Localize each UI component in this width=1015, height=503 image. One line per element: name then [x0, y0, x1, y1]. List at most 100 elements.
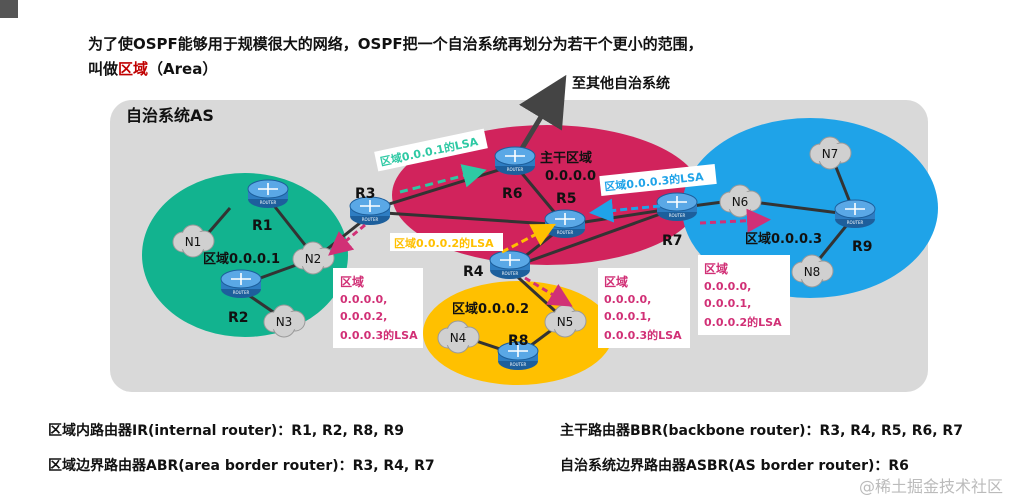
external-label: 至其他自治系统 — [572, 75, 670, 92]
lsa-box-middle-line-1: 区域 — [604, 274, 628, 289]
backbone-label-1: 主干区域 — [540, 150, 592, 166]
network-label: N4 — [450, 331, 467, 345]
router-r9: ROUTER R9 — [834, 199, 876, 255]
router-icon-text: ROUTER — [233, 290, 250, 295]
router-arrows-icon — [845, 203, 865, 215]
router-r1: ROUTER R1 — [247, 179, 289, 234]
cloud-icon — [544, 304, 587, 338]
network-label: N5 — [557, 315, 574, 329]
router-label: R6 — [502, 186, 523, 202]
lsa-flow-pink-middle — [524, 276, 573, 307]
router-r4: ROUTER R4 — [463, 250, 531, 280]
router-r2: ROUTER R2 — [220, 269, 262, 326]
lsa-box-left-line-2: 0.0.0.0, — [340, 293, 387, 306]
router-icon-text: ROUTER — [260, 200, 277, 205]
router-icon-text: ROUTER — [502, 271, 519, 276]
lsa-flow-pink-left — [328, 223, 366, 256]
cloud-icon — [791, 254, 834, 288]
lsa-box-left: 区域 0.0.0.0, 0.0.0.2, 0.0.0.3的LSA — [333, 268, 423, 348]
network-label: N2 — [305, 252, 322, 266]
router-label: R8 — [508, 333, 529, 349]
title-line-1: 为了使OSPF能够用于规模很大的网络，OSPF把一个自治系统再划分为若干个更小的… — [88, 35, 703, 53]
router-icon-text: ROUTER — [669, 213, 686, 218]
area2-label: 区域0.0.0.2 — [452, 301, 529, 317]
lsa-flow-orange — [501, 223, 556, 254]
router-icon-text: ROUTER — [847, 220, 864, 225]
title-highlight: 区域 — [118, 60, 149, 78]
title-line-2: 叫做区域（Area） — [88, 58, 217, 79]
network-n8: N8 — [791, 254, 834, 288]
router-label: R2 — [228, 310, 249, 326]
router-arrows-icon — [360, 200, 380, 212]
router-r6: ROUTER R6 — [494, 146, 536, 202]
cloud-icon — [263, 304, 306, 338]
lsa-blue-label-bg — [599, 163, 717, 197]
router-icon-text: ROUTER — [510, 362, 527, 367]
lsa-box-middle-line-4: 0.0.0.3的LSA — [604, 328, 682, 342]
cloud-icon — [437, 320, 480, 354]
router-arrows-icon — [505, 150, 525, 162]
network-n4: N4 — [437, 320, 480, 354]
router-icon-text: ROUTER — [557, 230, 574, 235]
lsa-box-right-line-4: 0.0.0.2的LSA — [704, 315, 782, 329]
lsa-orange-label: 区域0.0.0.2的LSA — [394, 236, 494, 250]
network-label: N7 — [822, 147, 839, 161]
backbone-label-2: 0.0.0.0 — [545, 169, 596, 184]
lsa-box-right: 区域 0.0.0.0, 0.0.0.1, 0.0.0.2的LSA — [698, 255, 790, 335]
area3-label: 区域0.0.0.3 — [745, 231, 822, 247]
router-label: R7 — [662, 233, 683, 249]
router-label: R3 — [355, 186, 376, 202]
area-backbone — [392, 125, 702, 265]
network-n3: N3 — [263, 304, 306, 338]
cloud-icon — [172, 224, 215, 258]
routers: ROUTERR1ROUTERR2ROUTERR3ROUTERR4ROUTERR5… — [220, 146, 876, 370]
lsa-box-middle-line-2: 0.0.0.0, — [604, 293, 651, 306]
lsa-box-middle: 区域 0.0.0.0, 0.0.0.1, 0.0.0.3的LSA — [598, 268, 690, 348]
lsa-box-left-line-1: 区域 — [340, 274, 364, 289]
router-label: R1 — [252, 218, 273, 234]
asbr-definition: 自治系统边界路由器ASBR(AS border router)：R6 — [560, 458, 909, 474]
area-0-0-0-1 — [142, 173, 348, 337]
lsa-teal-label-bg — [374, 128, 488, 172]
network-label: N8 — [804, 265, 821, 279]
network-n6: N6 — [719, 184, 762, 218]
title-bullet — [0, 0, 18, 18]
lsa-box-right-line-1: 区域 — [704, 261, 728, 276]
lsa-box-right-line-2: 0.0.0.0, — [704, 280, 751, 293]
lsa-box-middle-line-3: 0.0.0.1, — [604, 310, 651, 323]
router-label: R5 — [556, 191, 577, 207]
as-label: 自治系统AS — [126, 106, 214, 125]
router-arrows-icon — [667, 196, 687, 208]
abr-definition: 区域边界路由器ABR(area border router)：R3, R4, R… — [48, 458, 435, 474]
lsa-box-left-line-3: 0.0.0.2, — [340, 310, 387, 323]
lsa-flow-pink-right — [699, 208, 771, 233]
network-n7: N7 — [809, 136, 852, 170]
network-n5: N5 — [544, 304, 587, 338]
area1-label: 区域0.0.0.1 — [203, 251, 280, 267]
router-arrows-icon — [555, 213, 575, 225]
cloud-icon — [809, 136, 852, 170]
router-r7: ROUTER R7 — [656, 192, 698, 249]
lsa-box-left-line-4: 0.0.0.3的LSA — [340, 328, 418, 342]
router-arrows-icon — [258, 183, 278, 195]
router-icon-text: ROUTER — [507, 167, 524, 172]
ir-definition: 区域内路由器IR(internal router)：R1, R2, R8, R9 — [48, 423, 404, 439]
watermark: @稀土掘金技术社区 — [858, 477, 1003, 496]
router-arrows-icon — [508, 345, 528, 357]
network-label: N1 — [185, 235, 202, 249]
router-icon-text: ROUTER — [362, 217, 379, 222]
lsa-box-right-line-3: 0.0.0.1, — [704, 297, 751, 310]
lsa-flow-teal — [399, 164, 487, 194]
cloud-icon — [719, 184, 762, 218]
router-label: R9 — [852, 239, 873, 255]
router-r3: ROUTER R3 — [349, 186, 391, 225]
router-arrows-icon — [231, 273, 251, 285]
router-label: R4 — [463, 264, 484, 280]
router-r8: ROUTER R8 — [497, 333, 539, 370]
title-suffix: （Area） — [148, 60, 218, 78]
network-n1: N1 — [172, 224, 215, 258]
network-label: N6 — [732, 195, 749, 209]
router-arrows-icon — [500, 254, 520, 266]
